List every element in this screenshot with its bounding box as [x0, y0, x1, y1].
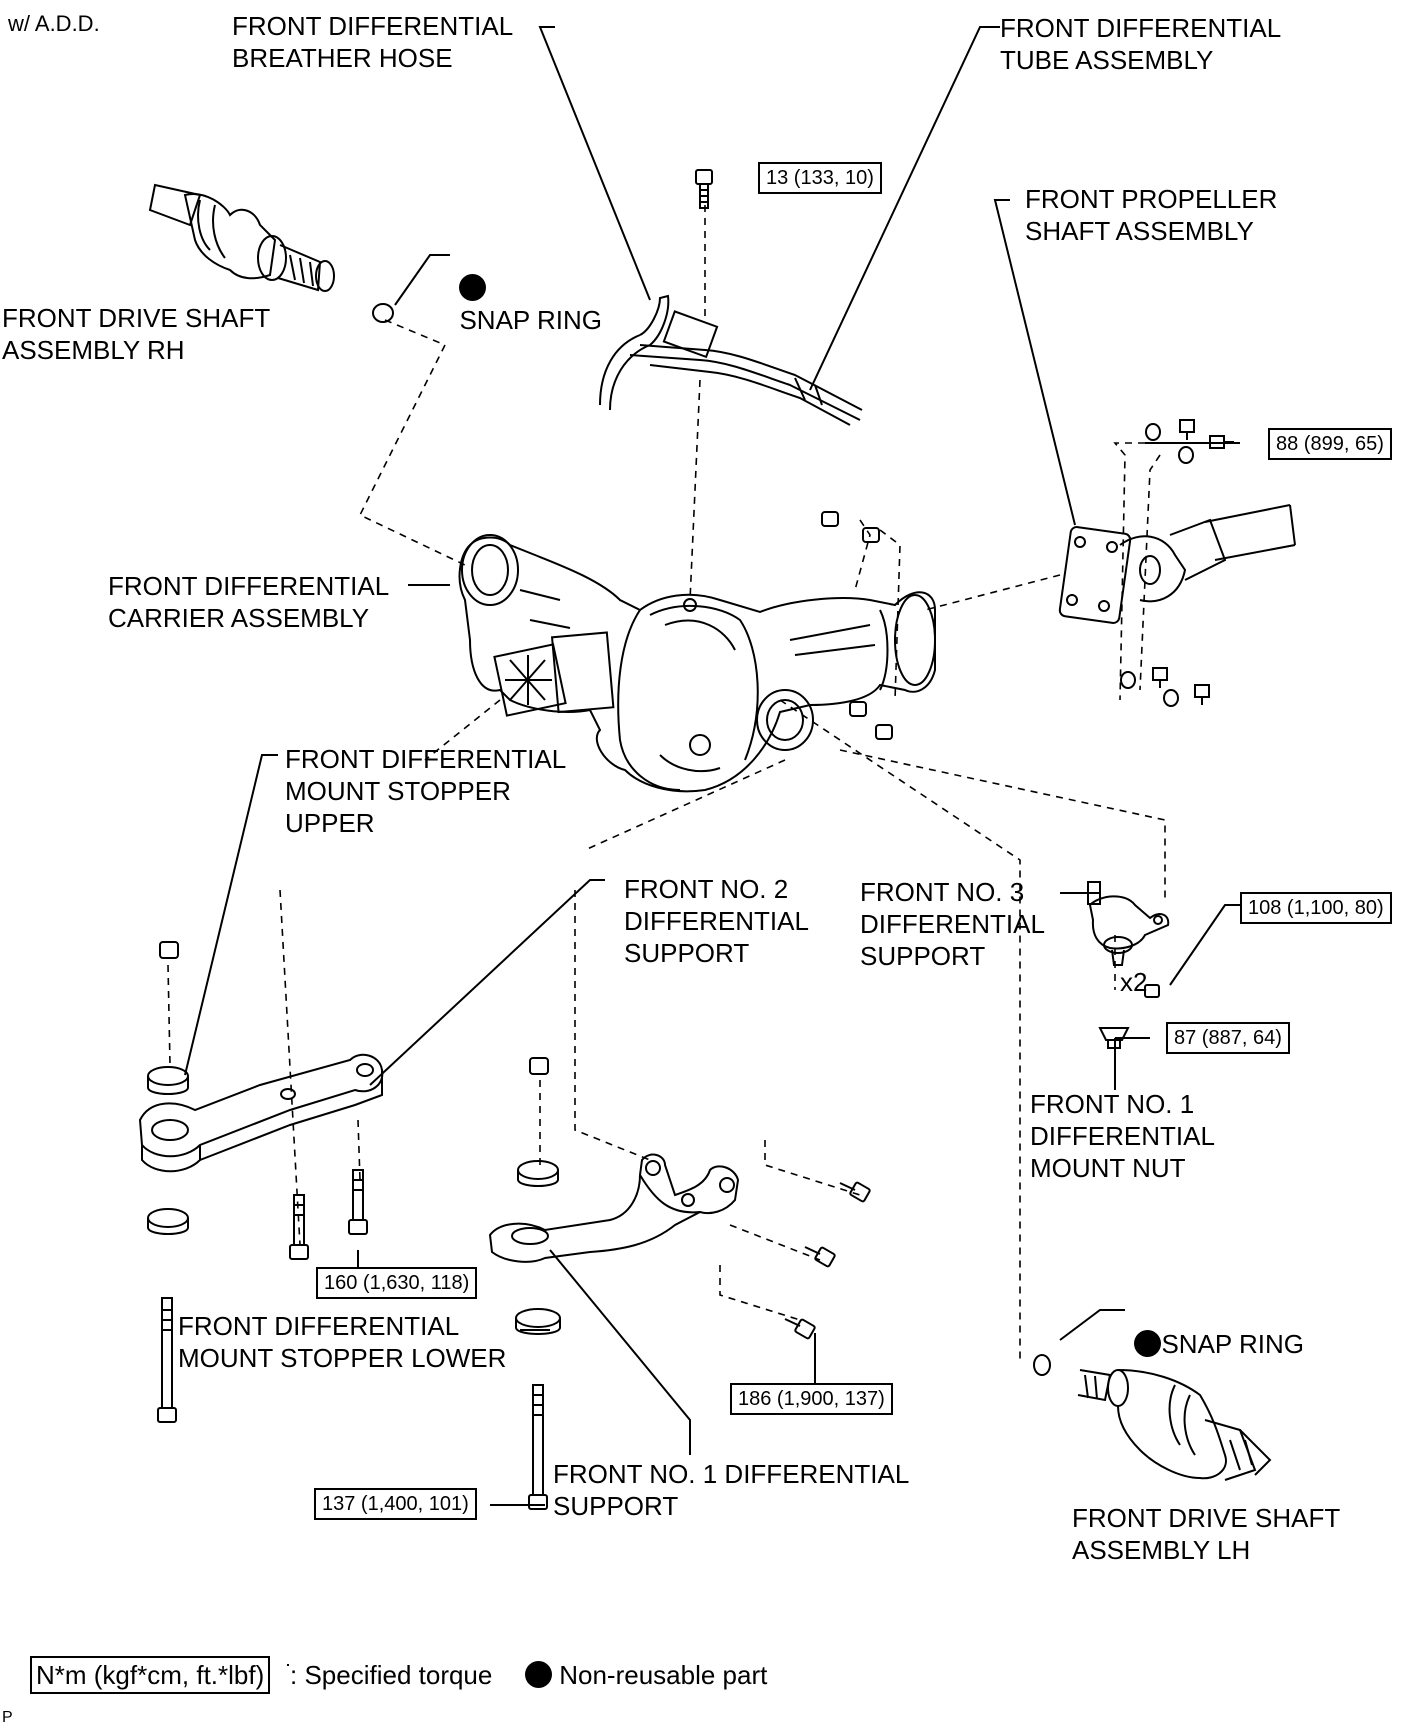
breather-hose-label: FRONT DIFFERENTIAL BREATHER HOSE	[232, 11, 514, 73]
legend-non-reusable-text: Non-reusable part	[559, 1660, 768, 1690]
legend-non-reusable: Non-reusable part	[525, 1658, 767, 1692]
mount-stopper-lower-part	[515, 1308, 561, 1335]
no3-support-label: FRONT NO. 3 DIFFERENTIAL SUPPORT	[860, 877, 1045, 971]
propeller-shaft-label: FRONT PROPELLER SHAFT ASSEMBLY	[1025, 184, 1278, 246]
variant-label: w/ A.D.D.	[8, 11, 100, 36]
snap-ring-lh-part	[1033, 1354, 1051, 1376]
front-propeller-shaft	[1058, 504, 1296, 624]
legend-specified-torque: : Specified torque	[290, 1660, 493, 1690]
tube-assembly-label: FRONT DIFFERENTIAL TUBE ASSEMBLY	[1000, 13, 1282, 75]
front-drive-shaft-lh	[1077, 1369, 1272, 1481]
no1-differential-support	[488, 1153, 740, 1263]
carrier-assembly-label: FRONT DIFFERENTIAL CARRIER ASSEMBLY	[108, 571, 390, 633]
no1-support-label: FRONT NO. 1 DIFFERENTIAL SUPPORT	[553, 1459, 910, 1521]
differential-carrier	[458, 534, 936, 793]
torque-propeller-bolt: 88 (899, 65)	[1268, 428, 1392, 460]
drive-shaft-rh-label: FRONT DRIVE SHAFT ASSEMBLY RH	[2, 303, 271, 365]
torque-no3-support-bolt: 108 (1,100, 80)	[1240, 892, 1392, 924]
carrier-nuts	[821, 511, 893, 740]
no2-differential-support	[138, 1053, 384, 1173]
snap-ring-rh-part	[372, 303, 394, 323]
no3-differential-support	[1087, 881, 1170, 966]
mount-stopper-lower-label: FRONT DIFFERENTIAL MOUNT STOPPER LOWER	[178, 1311, 507, 1373]
snap-ring-rh-label: SNAP RING	[445, 240, 602, 336]
no1-support-top-parts	[517, 1057, 559, 1187]
torque-no2-support-bolt: 160 (1,630, 118)	[316, 1267, 478, 1299]
propeller-fasteners	[1120, 419, 1234, 707]
drive-shaft-lh-label: FRONT DRIVE SHAFT ASSEMBLY LH	[1072, 1503, 1341, 1565]
breather-hose-and-tube	[599, 294, 863, 426]
non-reusable-dot-icon	[1134, 1330, 1162, 1357]
stopper-lower-bolt	[157, 1297, 177, 1423]
support-bolts-160	[289, 1169, 368, 1260]
no1-support-bolts-186	[784, 1181, 871, 1340]
x2-label: x2	[1120, 967, 1148, 997]
no1-support-bolt	[528, 1384, 548, 1510]
snap-ring-lh-text: SNAP RING	[1161, 1329, 1305, 1359]
legend-torque-unit: N*m (kgf*cm, ft.*lbf)	[30, 1656, 271, 1694]
torque-no1-support-bolt: 186 (1,900, 137)	[730, 1383, 893, 1415]
snap-ring-rh-text: SNAP RING	[459, 305, 603, 335]
torque-mount-nut: 87 (887, 64)	[1166, 1022, 1290, 1054]
non-reusable-dot-icon	[459, 274, 487, 301]
mount-stopper-upper-label: FRONT DIFFERENTIAL MOUNT STOPPER UPPER	[285, 744, 567, 838]
torque-no1-support-long-bolt: 137 (1,400, 101)	[314, 1488, 477, 1520]
mount-fasteners-right	[1098, 984, 1160, 1049]
front-drive-shaft-rh	[148, 183, 335, 292]
torque-breather-bolt: 13 (133, 10)	[758, 162, 882, 194]
non-reusable-dot-icon	[525, 1661, 552, 1688]
breather-bolt	[695, 169, 713, 209]
no1-mount-nut-label: FRONT NO. 1 DIFFERENTIAL MOUNT NUT	[1030, 1089, 1215, 1183]
snap-ring-lh-label: SNAP RING	[1120, 1296, 1304, 1360]
dashed-lines	[167, 205, 1166, 1360]
footer-code: P	[2, 1709, 13, 1726]
upper-stopper-parts	[147, 941, 189, 1235]
no2-support-label: FRONT NO. 2 DIFFERENTIAL SUPPORT	[624, 874, 809, 968]
